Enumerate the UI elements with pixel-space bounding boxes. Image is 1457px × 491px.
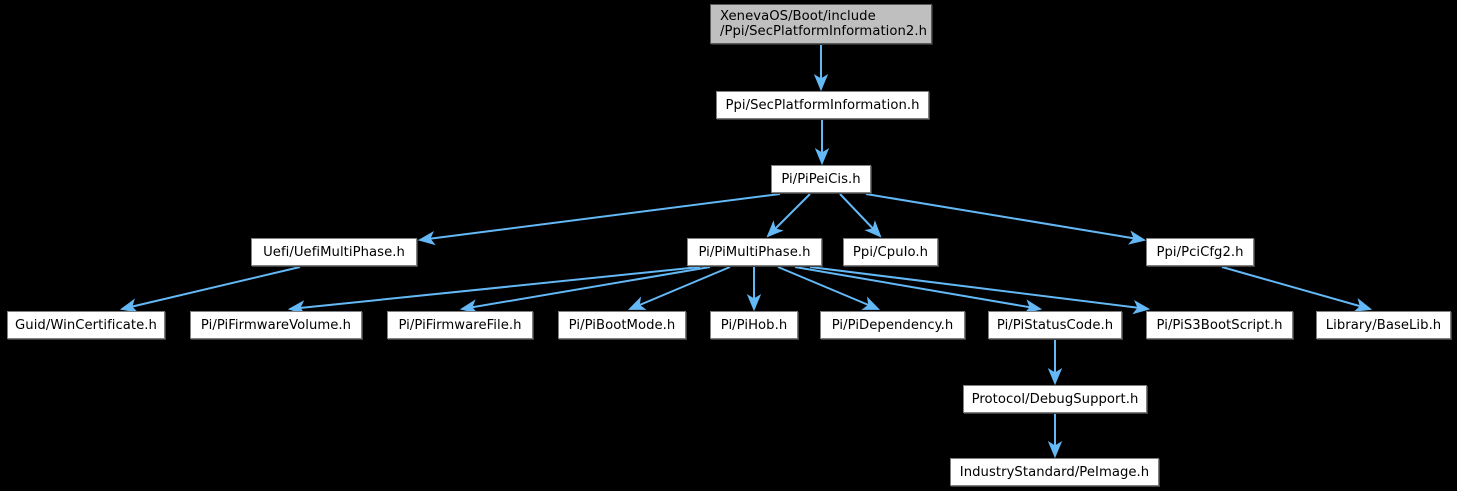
- graph-node-pis3bootscript[interactable]: Pi/PiS3BootScript.h: [1146, 311, 1293, 339]
- graph-node-baselib[interactable]: Library/BaseLib.h: [1316, 311, 1451, 339]
- graph-node-label: Pi/PiStatusCode.h: [996, 317, 1114, 333]
- edge-pimultiphase-to-pistatuscode: [794, 266, 1043, 314]
- graph-node-label: Guid/WinCertificate.h: [15, 317, 157, 333]
- graph-node-pistatuscode[interactable]: Pi/PiStatusCode.h: [988, 311, 1122, 339]
- graph-node-label: Pi/PiHob.h: [720, 317, 788, 333]
- graph-node-pihob[interactable]: Pi/PiHob.h: [710, 311, 798, 339]
- edge-pcicfg2-to-baselib: [1221, 266, 1373, 312]
- graph-node-secplatinfo[interactable]: Ppi/SecPlatformInformation.h: [716, 91, 929, 119]
- graph-node-uefimultiphase[interactable]: Uefi/UefiMultiPhase.h: [251, 238, 417, 266]
- graph-node-label: Protocol/DebugSupport.h: [971, 391, 1139, 407]
- graph-node-label: Pi/PiBootMode.h: [568, 317, 676, 333]
- edge-pimultiphase-to-pis3bootscript: [809, 266, 1151, 315]
- graph-node-label: XenevaOS/Boot/include /Ppi/SecPlatformIn…: [720, 9, 928, 39]
- graph-node-pimultiphase[interactable]: Pi/PiMultiPhase.h: [687, 238, 822, 266]
- graph-node-pifirmwarefile[interactable]: Pi/PiFirmwareFile.h: [387, 311, 533, 339]
- graph-node-pcicfg2[interactable]: Ppi/PciCfg2.h: [1146, 238, 1254, 266]
- edge-pipeicis-to-cpuio: [839, 193, 882, 238]
- edge-uefimultiphase-to-wincertificate: [119, 266, 301, 313]
- graph-node-label: Pi/PiMultiPhase.h: [698, 244, 811, 260]
- edge-pipeicis-to-pimultiphase: [766, 193, 811, 238]
- graph-node-pibootmode[interactable]: Pi/PiBootMode.h: [558, 311, 686, 339]
- edge-pipeicis-to-uefimultiphase: [417, 193, 781, 246]
- graph-node-label: Ppi/PciCfg2.h: [1156, 244, 1244, 260]
- graph-node-label: Pi/PiS3BootScript.h: [1156, 317, 1283, 333]
- graph-node-debugsupport[interactable]: Protocol/DebugSupport.h: [963, 385, 1147, 413]
- graph-node-pipeicis[interactable]: Pi/PiPeiCis.h: [771, 165, 871, 193]
- graph-node-label: Uefi/UefiMultiPhase.h: [263, 244, 405, 260]
- edge-pimultiphase-to-pibootmode: [627, 266, 731, 310]
- graph-node-label: Pi/PiPeiCis.h: [781, 171, 861, 187]
- graph-node-pidependency[interactable]: Pi/PiDependency.h: [820, 311, 965, 339]
- graph-node-pifirmwarevol[interactable]: Pi/PiFirmwareVolume.h: [190, 311, 362, 339]
- graph-node-cpuio[interactable]: Ppi/CpuIo.h: [843, 238, 938, 266]
- graph-node-label: IndustryStandard/PeImage.h: [959, 464, 1150, 480]
- graph-node-label: Ppi/CpuIo.h: [852, 244, 929, 260]
- graph-node-wincertificate[interactable]: Guid/WinCertificate.h: [7, 311, 165, 339]
- edge-pimultiphase-to-pifirmwarefile: [459, 266, 711, 314]
- graph-node-label: Pi/PiFirmwareFile.h: [398, 317, 522, 333]
- graph-node-label: Library/BaseLib.h: [1325, 317, 1442, 333]
- graph-node-root[interactable]: XenevaOS/Boot/include /Ppi/SecPlatformIn…: [710, 4, 932, 44]
- edge-pimultiphase-to-pidependency: [777, 266, 881, 310]
- graph-node-label: Pi/PiFirmwareVolume.h: [200, 317, 352, 333]
- graph-node-peimage[interactable]: IndustryStandard/PeImage.h: [950, 458, 1159, 486]
- edge-pipeicis-to-pcicfg2: [865, 193, 1147, 245]
- edge-pimultiphase-to-pifirmwarevol: [287, 266, 701, 315]
- graph-node-label: Ppi/SecPlatformInformation.h: [725, 97, 920, 113]
- graph-node-label: Pi/PiDependency.h: [831, 317, 954, 333]
